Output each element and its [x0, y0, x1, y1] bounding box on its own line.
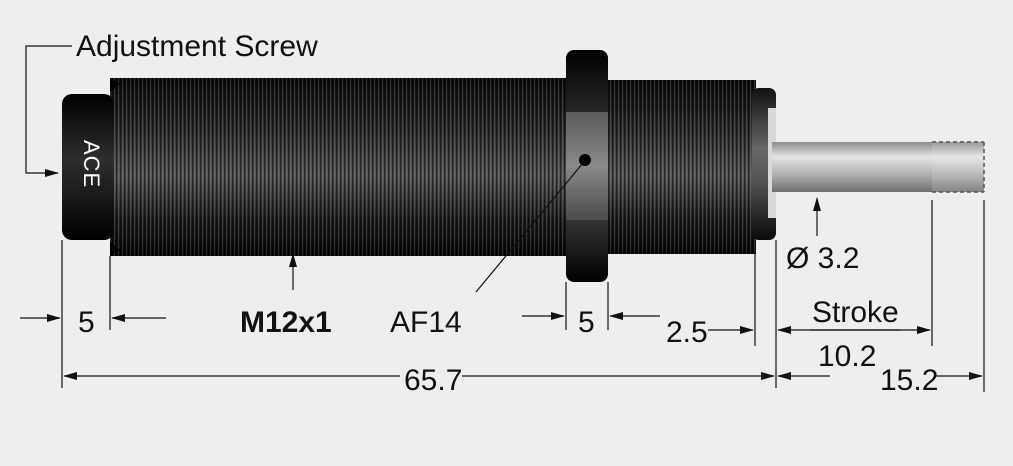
nut-width-dimension: 5	[578, 306, 595, 339]
extension-lines	[61, 200, 985, 392]
piston-rod	[772, 141, 985, 193]
stroke-length-dimension: 10.2	[818, 340, 876, 373]
stroke-label: Stroke	[812, 296, 899, 329]
rod-diameter-label: Ø 3.2	[786, 242, 859, 275]
lock-nut	[566, 50, 608, 282]
cap-length-dimension: 5	[78, 306, 95, 339]
adjustment-cap	[62, 94, 114, 240]
end-offset-dimension: 2.5	[666, 316, 708, 349]
brand-text: ACE	[79, 140, 104, 188]
thread-size-label: M12x1	[240, 306, 332, 339]
dimension-lines	[20, 312, 983, 380]
rod-extension-dimension: 15.2	[880, 364, 938, 397]
nut-center-dot	[579, 154, 591, 166]
wrench-size-label: AF14	[390, 306, 462, 339]
adjustment-screw-label: Adjustment Screw	[76, 30, 318, 63]
body-length-dimension: 65.7	[404, 364, 462, 397]
leader-lines	[25, 45, 821, 293]
threaded-body	[110, 78, 756, 256]
